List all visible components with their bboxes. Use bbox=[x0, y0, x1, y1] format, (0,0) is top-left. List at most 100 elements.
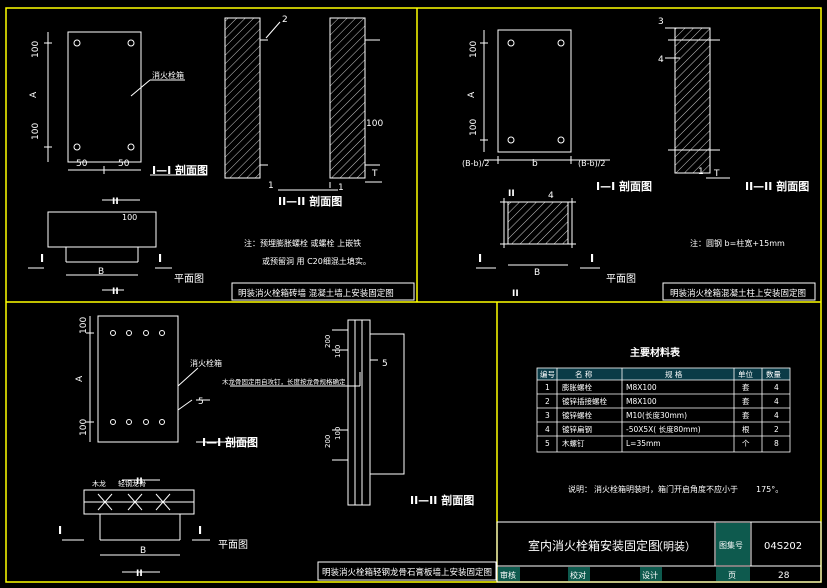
col-header-spec: 规 格 bbox=[665, 369, 683, 379]
dim-100-top: 100 bbox=[79, 317, 89, 334]
table-heading: 主要材料表 bbox=[630, 346, 681, 359]
dim-bb-left: (B-b)/2 bbox=[462, 159, 489, 168]
mark-II-bottom: II bbox=[136, 569, 143, 579]
table-cell: 5 bbox=[545, 439, 550, 448]
panel-brick-wall-text: 100 A 100 50 50 消火栓箱 I—I 剖面图 2 1 II—II 剖… bbox=[29, 15, 394, 299]
table-cell: 4 bbox=[545, 425, 550, 434]
panel-concrete-column-text: 3 4 100 A 100 (B-b)/2 b (B-b)/2 I—I 剖面图 … bbox=[462, 17, 809, 299]
hydrant-box-front bbox=[67, 31, 142, 163]
col-header-unit: 单位 bbox=[738, 369, 753, 379]
plan-note-1: 木龙 bbox=[92, 479, 106, 488]
leader-label: 消火栓箱 bbox=[190, 358, 222, 368]
design-label: 设计 bbox=[642, 570, 658, 580]
dim-B: B bbox=[140, 546, 146, 556]
dim-T: T bbox=[713, 169, 720, 179]
mark-I-right: I bbox=[158, 252, 162, 265]
mark-II-top: II bbox=[508, 189, 515, 199]
leader-label: 消火栓箱 bbox=[152, 70, 184, 80]
panel-gypsum-wall bbox=[62, 315, 497, 581]
table-cell: L=35mm bbox=[626, 439, 661, 448]
mark-I-left: I bbox=[478, 252, 482, 265]
table-cell: 4 bbox=[774, 411, 779, 420]
leader-note: 木龙骨固定用自攻钉，长度按龙骨规格确定 bbox=[222, 377, 346, 386]
dim-100-top: 100 bbox=[31, 41, 41, 58]
table-cell: 木螺钉 bbox=[562, 438, 585, 448]
plan-label: 平面图 bbox=[218, 539, 248, 551]
dim-bb-right: (B-b)/2 bbox=[578, 159, 605, 168]
plan-label: 平面图 bbox=[606, 273, 636, 285]
panel-title: 明装消火栓箱砖墙 混凝土墙上安装固定图 bbox=[238, 288, 394, 299]
mark-II-top: II bbox=[136, 477, 143, 487]
wall-section-b bbox=[329, 17, 366, 179]
table-cell: 2 bbox=[545, 397, 550, 406]
drawing-subtitle: （明装） bbox=[652, 540, 696, 553]
table-cell: 膨胀螺栓 bbox=[562, 382, 592, 392]
dim-B: B bbox=[534, 268, 540, 278]
note: 注：圆钢 b=柱宽+15mm bbox=[690, 238, 785, 248]
dim-A: A bbox=[75, 375, 85, 382]
column-section bbox=[674, 27, 711, 174]
bolt-holes bbox=[73, 39, 135, 151]
hydrant-box-front bbox=[497, 29, 572, 153]
mark-I-left: I bbox=[58, 524, 62, 537]
title-bar-top-right bbox=[662, 282, 816, 301]
panel-title: 明装消火栓箱轻钢龙骨石膏板墙上安装固定图 bbox=[322, 567, 492, 578]
design-cell bbox=[640, 567, 662, 581]
dim-v4: 100 bbox=[334, 427, 342, 440]
table-cell: M8X100 bbox=[626, 383, 657, 392]
review-cell bbox=[498, 567, 520, 581]
callout-4b: 4 bbox=[548, 191, 554, 201]
page-label: 页 bbox=[728, 571, 736, 580]
dim-100-wall: 100 bbox=[366, 119, 383, 129]
col-header-qty: 数量 bbox=[766, 369, 781, 379]
table-cell: 镀锌扁钢 bbox=[562, 424, 592, 434]
review-label: 审核 bbox=[500, 570, 516, 580]
box-section bbox=[369, 333, 405, 475]
dim-100-plan: 100 bbox=[122, 213, 137, 222]
wall-section bbox=[347, 319, 371, 506]
explanation: 消火栓箱明装时，箱门开启角度不应小于 bbox=[594, 484, 738, 494]
atlas-label-cell bbox=[716, 523, 750, 565]
page-number: 28 bbox=[778, 571, 790, 581]
atlas-label: 图集号 bbox=[719, 540, 743, 550]
hydrant-box-front bbox=[97, 315, 179, 443]
table-cell: 镀锌插接螺栓 bbox=[562, 396, 607, 406]
callout-4: 4 bbox=[658, 55, 664, 65]
section-label-1: I—I 剖面图 bbox=[152, 163, 208, 177]
dim-v1: 200 bbox=[324, 335, 332, 348]
table-cell: M8X100 bbox=[626, 397, 657, 406]
dim-T: T bbox=[371, 169, 378, 179]
callout-2: 2 bbox=[282, 15, 288, 25]
atlas-number: 04S202 bbox=[764, 541, 802, 552]
panel-concrete-column bbox=[476, 27, 816, 301]
plan-label: 平面图 bbox=[174, 273, 204, 285]
dim-B: B bbox=[98, 267, 104, 277]
section-label-1: I—I 剖面图 bbox=[596, 179, 652, 193]
note-line-2: 或预留洞 用 C20细混土填实。 bbox=[262, 256, 371, 266]
page-cell bbox=[716, 567, 750, 581]
dim-v3: 200 bbox=[324, 435, 332, 448]
section-label-2: II—II 剖面图 bbox=[278, 194, 342, 208]
mark-II-bottom: II bbox=[112, 287, 119, 297]
title-bar-bottom-left bbox=[317, 561, 497, 581]
plan-note-2: 轻钢龙骨 bbox=[118, 479, 146, 488]
dim-50-right: 50 bbox=[118, 159, 130, 169]
dim-100-bottom: 100 bbox=[469, 119, 479, 136]
col-header-name: 名 称 bbox=[575, 369, 593, 379]
mark-II-bottom: II bbox=[512, 289, 519, 299]
check-cell bbox=[568, 567, 590, 581]
col-header-number: 编号 bbox=[540, 369, 555, 379]
dim-v2: 100 bbox=[334, 345, 342, 358]
dim-50-left: 50 bbox=[76, 159, 88, 169]
callout-5: 5 bbox=[198, 397, 204, 407]
table-cell: 套 bbox=[742, 410, 750, 420]
table-cell: 1 bbox=[545, 383, 550, 392]
table-cell: 镀锌螺栓 bbox=[562, 410, 592, 420]
table-cell: 4 bbox=[774, 383, 779, 392]
dim-A: A bbox=[467, 91, 477, 98]
table-cell: 套 bbox=[742, 396, 750, 406]
dim-A: A bbox=[29, 91, 39, 98]
title-bar-top-left bbox=[231, 282, 415, 301]
panel-title: 明装消火栓箱混凝土柱上安装固定图 bbox=[670, 288, 806, 299]
